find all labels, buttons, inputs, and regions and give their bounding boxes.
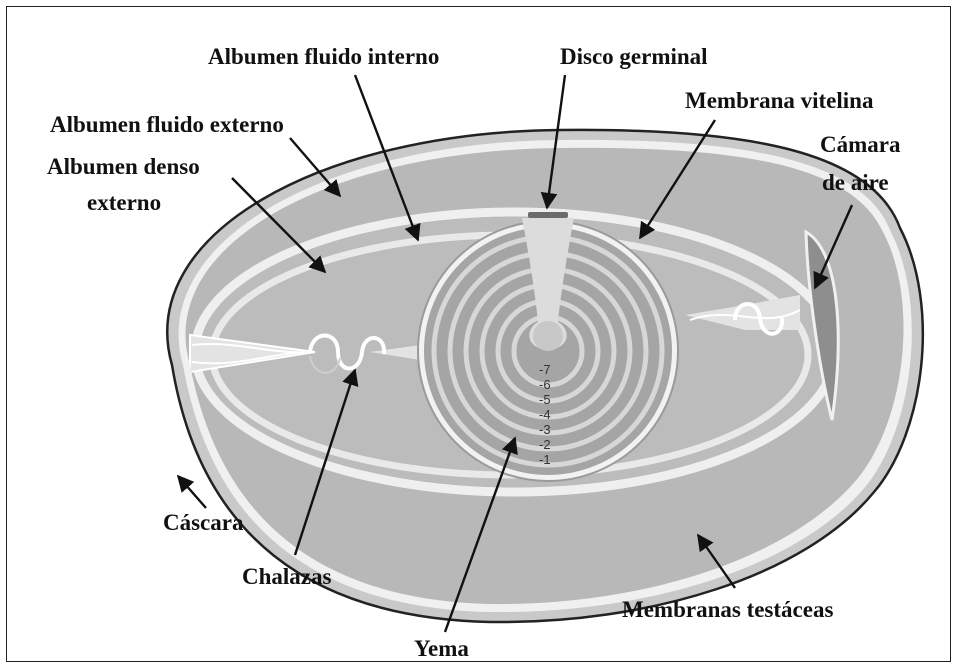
yolk-layer-6: -6 <box>539 377 551 392</box>
label-albumen-denso-externo-1: Albumen denso <box>47 154 200 179</box>
label-membrana-vitelina: Membrana vitelina <box>685 88 874 113</box>
yolk-layer-2: -2 <box>539 437 551 452</box>
yolk-layer-1: -1 <box>539 452 551 467</box>
label-chalazas: Chalazas <box>242 564 332 589</box>
yolk-layer-numbers: -7 -6 -5 -4 -3 -2 -1 <box>539 362 551 467</box>
arrow-cascara <box>178 476 206 508</box>
label-cascara: Cáscara <box>163 510 244 535</box>
label-camara-de-aire-2: de aire <box>822 170 889 195</box>
label-membranas-testaceas: Membranas testáceas <box>622 597 833 622</box>
label-albumen-fluido-interno: Albumen fluido interno <box>208 44 439 69</box>
yolk-layer-4: -4 <box>539 407 551 422</box>
label-albumen-fluido-externo: Albumen fluido externo <box>50 112 284 137</box>
label-camara-de-aire-1: Cámara <box>820 132 901 157</box>
label-disco-germinal: Disco germinal <box>560 44 708 69</box>
yolk-layer-3: -3 <box>539 422 551 437</box>
yolk-layer-7: -7 <box>539 362 551 377</box>
label-yema: Yema <box>414 636 469 661</box>
yolk-layer-5: -5 <box>539 392 551 407</box>
label-albumen-denso-externo-2: externo <box>87 190 161 215</box>
germinal-disc <box>528 212 568 218</box>
